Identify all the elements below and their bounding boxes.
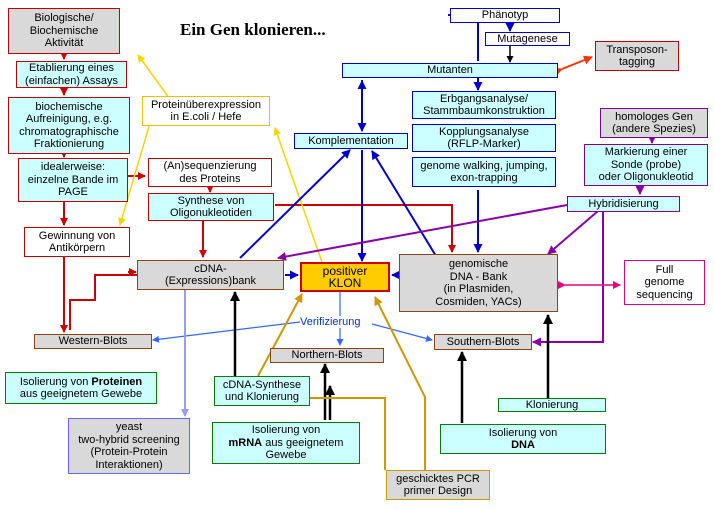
arrow-verif-southern	[371, 323, 433, 342]
isolierung-mrna-pre: Isolierung von	[251, 424, 321, 437]
isolierung-proteine-line1: Isolierung von Proteinen	[20, 376, 142, 389]
isolierung-mrna-post-b: Gewebe	[265, 449, 307, 462]
isolierung-dna-pre: Isolierung von	[488, 426, 558, 439]
isolierung-proteine-pre: Isolierung von	[19, 375, 92, 388]
arrow-hybridisierung-southern	[532, 212, 604, 347]
box-isolierung-mrna: Isolierung von mRNA aus geeignetem Geweb…	[212, 422, 360, 464]
box-genomische-bank: genomische DNA - Bank (in Plasmiden, Cos…	[399, 254, 558, 312]
arrow-ueberexpression-antikoerper	[118, 122, 151, 226]
box-pcr-primer: geschicktes PCR primer Design	[386, 470, 490, 500]
box-komplementation: Komplementation	[294, 133, 408, 149]
isolierung-dna-bold: DNA	[511, 439, 535, 451]
arrow-genomic-komplementation	[371, 150, 437, 257]
box-einzelne-bande: idealerweise: einzelne Bande im PAGE	[18, 158, 128, 202]
box-homologes-gen: homologes Gen (andere Spezies)	[600, 108, 708, 138]
box-genome-walking: genome walking, jumping, exon-trapping	[412, 157, 556, 187]
box-proteinueberexpression: Proteinüberexpression in E.coli / Hefe	[142, 96, 270, 126]
isolierung-proteine-bold: Proteinen	[91, 375, 143, 388]
box-klonierung: Klonierung	[498, 398, 606, 412]
arrow-pcr-klon	[374, 296, 426, 470]
box-northern-blots: Northern-Blots	[270, 348, 384, 363]
box-biologische-aktivitaet: Biologische/ Biochemische Aktivität	[8, 8, 120, 54]
box-biochemische-aufreinigung: biochemische Aufreinigung, e.g. chromato…	[8, 97, 130, 154]
genomische-bank-label: genomische DNA - Bank (in Plasmiden, Cos…	[435, 258, 522, 308]
box-kopplungsanalyse: Kopplungsanalyse (RFLP-Marker)	[412, 124, 556, 152]
box-isolierung-proteine: Isolierung von Proteinen aus geeignetem …	[5, 372, 157, 404]
box-full-genome: Full genome sequencing	[624, 260, 705, 305]
box-mutagenese: Mutagenese	[485, 32, 570, 46]
box-positiver-klon: positiver KLON	[300, 262, 390, 292]
box-yeast-two-hybrid: yeast two-hybrid screening (Protein-Prot…	[68, 418, 190, 474]
box-mutanten: Mutanten	[342, 63, 558, 78]
arrow-cdna-western	[69, 274, 137, 330]
arrow-klon-ueberexpression	[273, 127, 323, 263]
box-ansequenzierung: (An)sequenzierung des Proteins	[148, 158, 272, 187]
box-gewinnung-antikoerpern: Gewinnung von Antikörpern	[24, 227, 130, 257]
arrow-synthese-genomic	[275, 204, 456, 253]
box-transposon: Transposon- tagging	[595, 41, 679, 71]
verifizierung-label: Verifizierung	[300, 316, 361, 328]
box-southern-blots: Southern-Blots	[434, 334, 532, 350]
box-western-blots: Western-Blots	[34, 334, 152, 349]
box-isolierung-dna: Isolierung von DNA	[440, 424, 606, 454]
isolierung-mrna-bold: mRNA	[228, 436, 263, 449]
isolierung-mrna-line2: mRNA aus geeignetem	[229, 437, 344, 450]
arrow-hybridisierung-cdna	[277, 204, 568, 261]
box-cdna-bank: cDNA- (Expressions)bank	[137, 260, 284, 290]
arrow-mutanten-transposon	[552, 55, 593, 77]
arrow-cdnasynthese-klon	[257, 293, 303, 377]
box-erbgangsanalyse: Erbgangsanalyse/ Stammbaumkonstruktion	[412, 91, 556, 119]
box-etablierung-assays: Etablierung eines (einfachen) Assays	[16, 61, 127, 88]
box-synthese-oligo: Synthese von Oligonukleotiden	[148, 193, 274, 221]
box-cdna-synthese: cDNA-Synthese und Klonierung	[214, 376, 310, 406]
box-phaenotyp: Phänotyp	[450, 8, 560, 23]
box-markierung-sonde: Markierung einer Sonde (probe) oder Olig…	[584, 144, 708, 186]
isolierung-proteine-post: aus geeignetem Gewebe	[19, 388, 143, 400]
box-hybridisierung: Hybridisierung	[567, 196, 680, 212]
arrow-cdna-komplementation	[239, 149, 351, 259]
isolierung-mrna-post-a: aus geeignetem	[262, 436, 344, 449]
arrow-hybridisierung-genomic	[547, 210, 599, 255]
arrow-verif-western	[152, 321, 301, 343]
diagram-title: Ein Gen klonieren...	[180, 20, 326, 39]
